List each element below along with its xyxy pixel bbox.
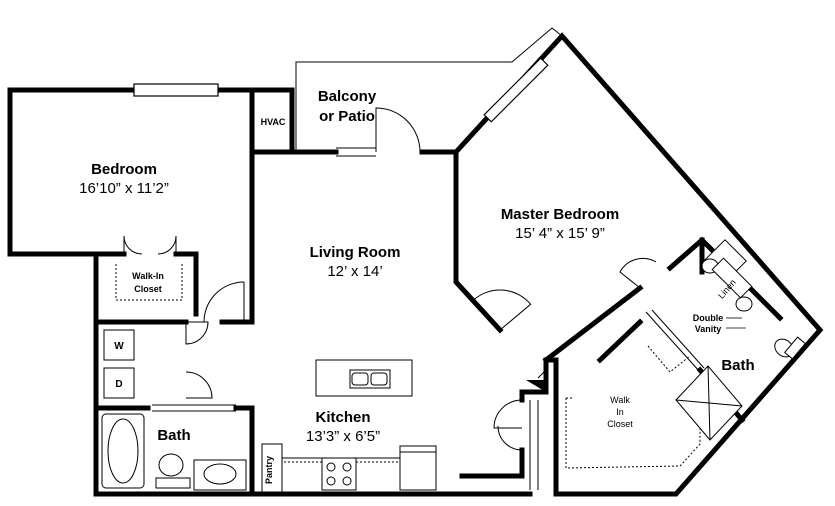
- walkin-right-line3: Closet: [607, 419, 633, 429]
- washer: [103, 329, 135, 361]
- doors: [123, 107, 657, 451]
- room-name-bath-left: Bath: [157, 427, 190, 444]
- room-dims-kitchen: 13’3” x 6’5”: [306, 428, 380, 445]
- pantry-label: Pantry: [264, 456, 274, 484]
- labels: Bedroom 16’10” x 11’2” Living Room 12’ x…: [79, 88, 755, 484]
- hvac-label: HVAC: [261, 117, 286, 127]
- room-dims-bedroom: 16’10” x 11’2”: [79, 180, 169, 197]
- double-vanity-line1: Double: [693, 313, 724, 323]
- room-dims-living: 12’ x 14’: [327, 263, 382, 280]
- double-vanity-line2: Vanity: [695, 324, 722, 334]
- room-dims-master: 15’ 4” x 15’ 9”: [515, 225, 605, 242]
- room-name-bedroom: Bedroom: [91, 161, 157, 178]
- walkin-left-line1: Walk-In: [132, 271, 164, 281]
- fridge: [399, 445, 437, 491]
- balcony-label-line2: or Patio: [319, 108, 375, 125]
- room-name-living: Living Room: [310, 244, 401, 261]
- room-name-bath-right: Bath: [721, 357, 754, 374]
- dryer-label: D: [115, 379, 122, 390]
- washer-label: W: [114, 341, 124, 352]
- dryer: [103, 367, 135, 399]
- balcony-label-line1: Balcony: [318, 88, 377, 105]
- room-name-kitchen: Kitchen: [315, 409, 370, 426]
- windows: [133, 57, 549, 412]
- walkin-right-line1: Walk: [610, 395, 630, 405]
- fixtures: [101, 239, 806, 493]
- balcony-outline: [295, 27, 563, 152]
- walkin-right-line2: In: [616, 407, 624, 417]
- room-name-master: Master Bedroom: [501, 206, 619, 223]
- walkin-left-line2: Closet: [134, 284, 162, 294]
